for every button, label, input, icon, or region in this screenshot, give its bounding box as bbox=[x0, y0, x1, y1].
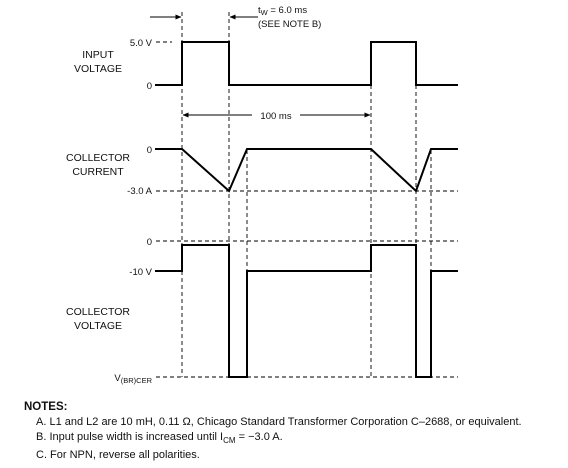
input-voltage-label-line2: VOLTAGE bbox=[74, 63, 122, 75]
collector-voltage-label-line1: COLLECTOR bbox=[66, 306, 130, 318]
note-b-suffix: = −3.0 A. bbox=[235, 431, 283, 443]
voltage-neg-tick-label: -10 V bbox=[129, 267, 152, 278]
input-voltage-waveform bbox=[155, 41, 458, 86]
input-voltage-label-line1: INPUT bbox=[82, 49, 114, 61]
voltage-zero-tick-label: 0 bbox=[147, 237, 152, 248]
collector-voltage-label-line2: VOLTAGE bbox=[74, 320, 122, 332]
note-c: C. For NPN, reverse all polarities. bbox=[36, 449, 200, 462]
collector-current-label-line1: COLLECTOR bbox=[66, 152, 130, 164]
collector-current-label-line2: CURRENT bbox=[72, 166, 124, 178]
current-neg-tick-label: -3.0 A bbox=[127, 186, 152, 197]
current-zero-tick-label: 0 bbox=[147, 145, 152, 156]
input-low-tick-label: 0 bbox=[147, 81, 152, 92]
input-high-tick-label: 5.0 V bbox=[130, 38, 153, 49]
note-b-prefix: B. Input pulse width is increased until … bbox=[36, 431, 224, 443]
see-note-b: (SEE NOTE B) bbox=[258, 19, 321, 30]
note-b: B. Input pulse width is increased until … bbox=[24, 430, 564, 448]
note-a: A. L1 and L2 are 10 mH, 0.11 Ω, Chicago … bbox=[36, 416, 522, 428]
vbr-cer-tick-label: V(BR)CER bbox=[114, 373, 152, 385]
note-b-subscript: CM bbox=[223, 436, 236, 446]
tw-annotation: tW = 6.0 ms bbox=[258, 5, 307, 17]
period-label: 100 ms bbox=[260, 111, 291, 122]
notes-title: NOTES: bbox=[24, 401, 68, 413]
notes-section: NOTES: A. L1 and L2 are 10 mH, 0.11 Ω, C… bbox=[24, 400, 564, 463]
collector-voltage-waveform bbox=[155, 244, 458, 378]
collector-current-waveform bbox=[155, 148, 458, 193]
switching-waveform-diagram: INPUT VOLTAGE COLLECTOR CURRENT COLLECTO… bbox=[66, 5, 458, 385]
